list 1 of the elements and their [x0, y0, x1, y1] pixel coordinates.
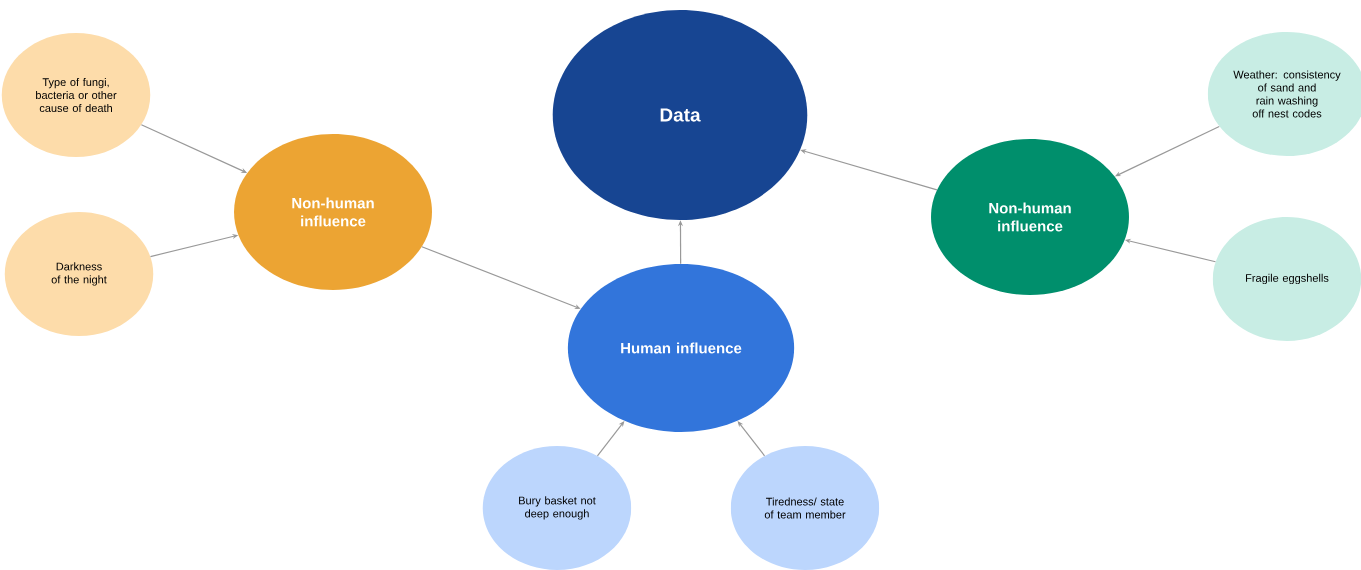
arrow	[800, 149, 938, 191]
